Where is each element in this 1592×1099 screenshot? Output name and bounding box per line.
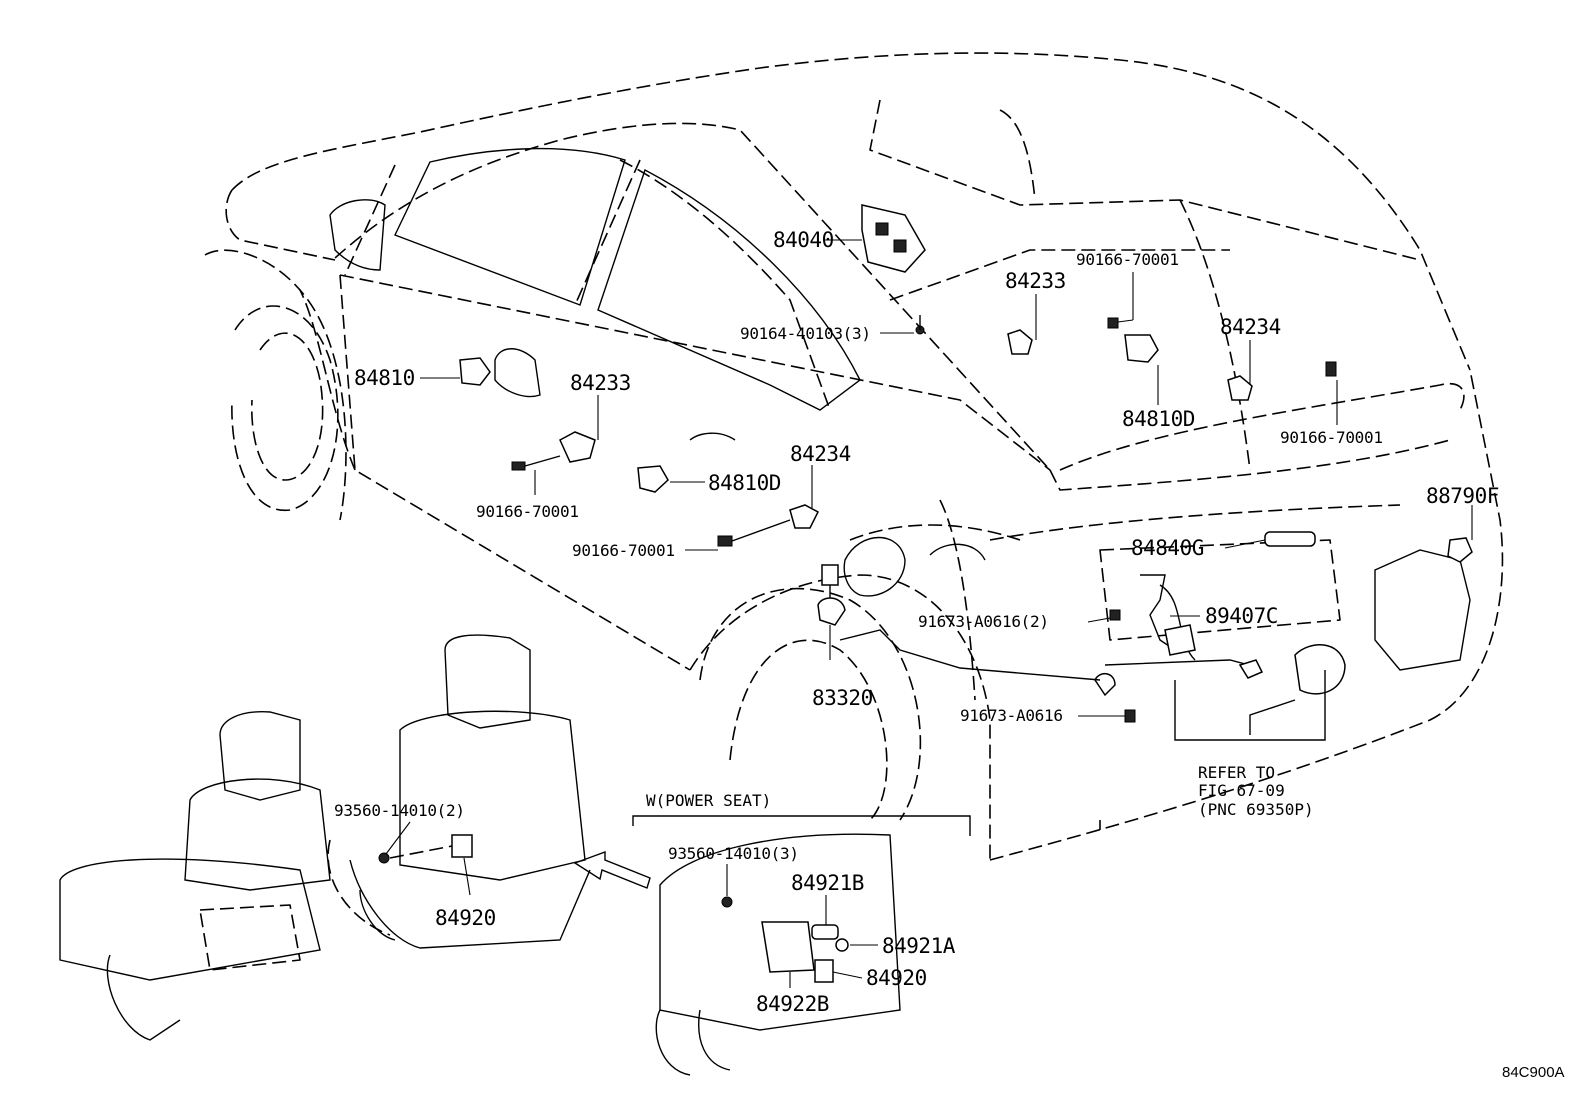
label-84921B: 84921B [791,871,864,895]
label-89407C: 89407C [1205,604,1278,628]
rear-seat-view [59,634,651,1041]
label-84810D-a: 84810D [1122,407,1195,431]
label-90164-40103: 90164-40103(3) [740,324,871,343]
label-88790F: 88790F [1426,484,1499,508]
door-switch-84233-front [559,431,596,463]
label-90166-70001-d: 90166-70001 [1280,428,1383,447]
part-labels: 84040 90166-70001 84233 84234 90164-4010… [334,228,1565,1081]
label-84810: 84810 [354,366,415,390]
knob-84921A [835,938,849,952]
label-90166-70001-a: 90166-70001 [1076,250,1179,269]
label-84922B: 84922B [756,992,829,1016]
power-seat-title: W(POWER SEAT) [646,791,771,810]
car-body-outline [204,52,1504,861]
switch-84810D-front [637,465,669,493]
label-84233-a: 84233 [1005,269,1066,293]
sensor-88790F [1447,537,1473,563]
label-84234-a: 84234 [1220,315,1281,339]
refer-note-line1: REFER TO [1198,763,1275,782]
door-switch-84233-rear [1007,329,1033,355]
arrow-icon [573,850,651,889]
refer-note-line3: (PNC 69350P) [1198,800,1314,819]
label-84040: 84040 [773,228,834,252]
switch-84920-seat [451,834,473,858]
power-seat-inset [632,815,971,1076]
label-91673-A0616-2: 91673-A0616(2) [918,612,1049,631]
label-93560-14010-3: 93560-14010(3) [668,844,799,863]
label-93560-14010-2: 93560-14010(2) [334,801,465,820]
sensor-83320 [821,564,839,586]
switch-84922B [761,921,815,973]
label-90166-70001-c: 90166-70001 [572,541,675,560]
switch-84810D-rear [1124,334,1159,363]
label-84233-b: 84233 [570,371,631,395]
switch-84810 [459,357,491,386]
label-84234-b: 84234 [790,442,851,466]
label-83320: 83320 [812,686,873,710]
refer-note-line2: FIG 67-09 [1198,781,1285,800]
knob-84921B [811,924,839,940]
label-84920-b: 84920 [866,966,927,990]
door-switch-84234-rear [1227,375,1253,401]
power-window-switch-84040 [861,204,926,273]
label-84840G: 84840G [1131,536,1204,560]
label-84920-a: 84920 [435,906,496,930]
switch-84920-inset [814,959,834,983]
switch-84840G [1264,531,1316,547]
leader-lines [385,239,1473,988]
parts [459,204,1473,741]
label-84921A: 84921A [882,934,956,958]
diagram-code: 84C900A [1502,1064,1565,1081]
door-switch-84234 [789,504,819,529]
label-90166-70001-b: 90166-70001 [476,502,579,521]
label-84810D-b: 84810D [708,471,781,495]
label-91673-A0616: 91673-A0616 [960,706,1063,725]
